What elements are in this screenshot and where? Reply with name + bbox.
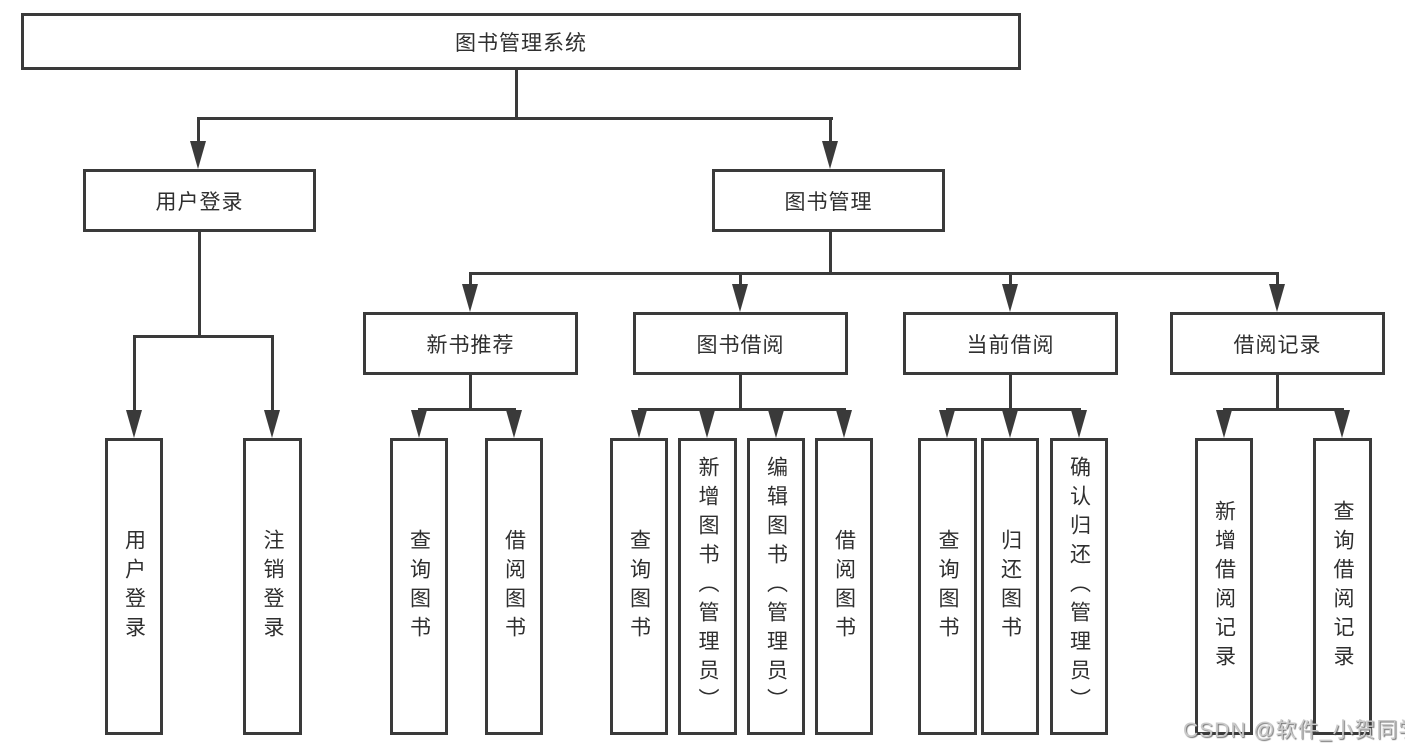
node-label: 编辑图书（管理员） (764, 456, 788, 717)
node-label: 图书管理系统 (455, 31, 587, 55)
leaf-return-books: 归还图书 (981, 438, 1039, 735)
node-label: 当前借阅 (966, 333, 1055, 357)
connector-line (829, 117, 832, 143)
node-book-borrowing: 图书借阅 (633, 312, 848, 375)
arrow-down-icon (264, 410, 280, 438)
arrow-down-icon (411, 410, 427, 438)
arrow-down-icon (1216, 410, 1232, 438)
leaf-user-login: 用户登录 (105, 438, 163, 735)
node-book-management: 图书管理 (712, 169, 945, 232)
arrow-down-icon (836, 410, 852, 438)
arrow-down-icon (1269, 284, 1285, 312)
connector-line (418, 408, 516, 411)
watermark: CSDN @软件_小贺同学 (1183, 719, 1405, 742)
connector-line (133, 335, 136, 410)
node-borrowing-records: 借阅记录 (1170, 312, 1385, 375)
node-library-management-system: 图书管理系统 (21, 13, 1021, 70)
node-label: 确认归还（管理员） (1067, 456, 1091, 717)
arrow-down-icon (1334, 410, 1350, 438)
connector-line (197, 117, 833, 120)
node-label: 注销登录 (261, 528, 284, 645)
node-label: 图书管理 (784, 190, 873, 214)
node-label: 借阅记录 (1233, 333, 1322, 357)
node-label: 查询图书 (627, 528, 651, 645)
connector-line (946, 408, 1081, 411)
leaf-borrow-books-borrow: 借阅图书 (815, 438, 873, 735)
arrow-down-icon (699, 410, 715, 438)
connector-line (198, 232, 201, 335)
node-label: 用户登录 (122, 528, 146, 645)
leaf-logout: 注销登录 (243, 438, 302, 735)
connector-line (1276, 375, 1279, 408)
node-label: 查询借阅记录 (1331, 499, 1354, 674)
arrow-down-icon (126, 410, 142, 438)
node-label: 新书推荐 (426, 333, 515, 357)
arrow-down-icon (190, 141, 206, 169)
leaf-query-borrow-record: 查询借阅记录 (1313, 438, 1372, 735)
leaf-query-books-recommend: 查询图书 (390, 438, 448, 735)
arrow-down-icon (822, 141, 838, 169)
arrow-down-icon (939, 410, 955, 438)
arrow-down-icon (462, 284, 478, 312)
arrow-down-icon (732, 284, 748, 312)
node-label: 图书借阅 (696, 333, 785, 357)
node-label: 新增图书（管理员） (696, 456, 719, 717)
leaf-confirm-return-admin: 确认归还（管理员） (1050, 438, 1108, 735)
connector-line (271, 335, 274, 410)
arrow-down-icon (1002, 284, 1018, 312)
connector-line (638, 408, 846, 411)
connector-line (1276, 272, 1279, 284)
connector-line (1009, 272, 1012, 284)
connector-line (739, 272, 742, 284)
leaf-borrow-books-recommend: 借阅图书 (485, 438, 543, 735)
connector-line (739, 375, 742, 408)
leaf-query-books-current: 查询图书 (918, 438, 977, 735)
leaf-add-books-admin: 新增图书（管理员） (678, 438, 737, 735)
connector-line (133, 335, 274, 338)
leaf-query-books-borrow: 查询图书 (610, 438, 668, 735)
arrow-down-icon (506, 410, 522, 438)
connector-line (469, 272, 472, 284)
node-label: 归还图书 (998, 528, 1022, 645)
connector-line (197, 117, 200, 143)
node-label: 查询图书 (407, 528, 431, 645)
node-user-login: 用户登录 (83, 169, 316, 232)
node-new-book-recommendation: 新书推荐 (363, 312, 578, 375)
node-label: 用户登录 (155, 190, 244, 214)
connector-line (469, 272, 1279, 275)
connector-line (1009, 375, 1012, 408)
connector-line (829, 232, 832, 272)
node-label: 新增借阅记录 (1212, 499, 1236, 674)
leaf-edit-books-admin: 编辑图书（管理员） (747, 438, 805, 735)
arrow-down-icon (1071, 410, 1087, 438)
node-current-borrowing: 当前借阅 (903, 312, 1118, 375)
connector-line (1223, 408, 1344, 411)
leaf-add-borrow-record: 新增借阅记录 (1195, 438, 1253, 735)
node-label: 查询图书 (936, 528, 959, 645)
arrow-down-icon (631, 410, 647, 438)
arrow-down-icon (768, 410, 784, 438)
arrow-down-icon (1002, 410, 1018, 438)
node-label: 借阅图书 (832, 528, 856, 645)
connector-line (515, 70, 518, 117)
connector-line (469, 375, 472, 408)
node-label: 借阅图书 (502, 528, 526, 645)
